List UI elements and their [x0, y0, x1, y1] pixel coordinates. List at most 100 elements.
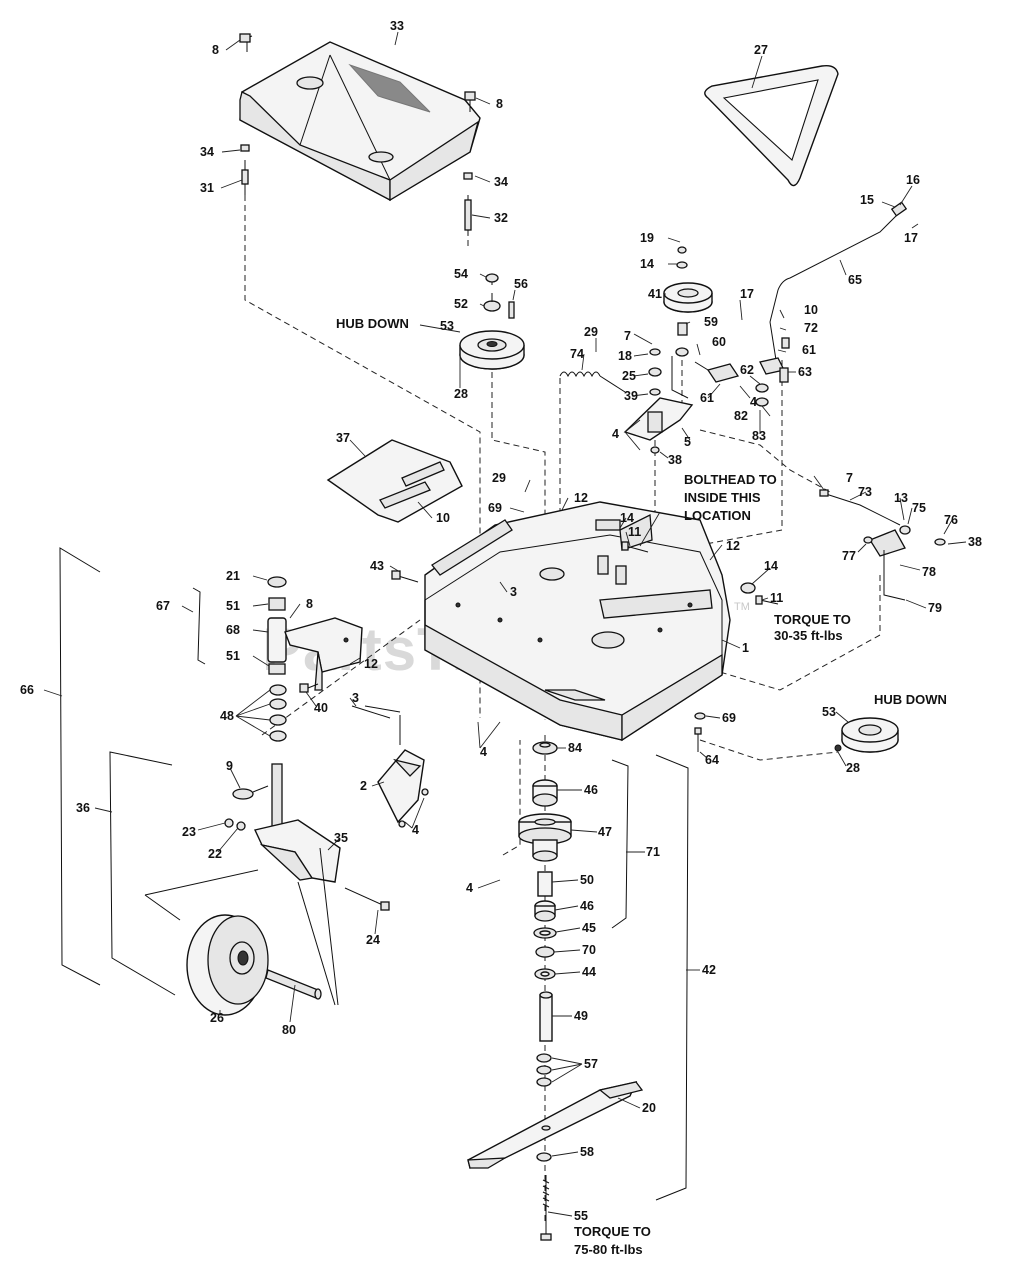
note-torque-right-line1: TORQUE TO	[774, 612, 851, 627]
callout-58: 58	[580, 1145, 594, 1159]
callout-51: 51	[226, 649, 240, 663]
callout-3: 3	[510, 585, 517, 599]
callout-33: 33	[390, 19, 404, 33]
wheel-26	[186, 914, 269, 1016]
bolt-43	[391, 570, 419, 583]
callout-5: 5	[684, 435, 691, 449]
callout-57: 57	[584, 1057, 598, 1071]
callout-4: 4	[412, 823, 419, 837]
washer-14-right	[740, 582, 779, 605]
callout-29: 29	[584, 325, 598, 339]
callout-71: 71	[646, 845, 660, 859]
callout-15: 15	[860, 193, 874, 207]
callout-1: 1	[742, 641, 749, 655]
callout-82: 82	[734, 409, 748, 423]
callout-43: 43	[370, 559, 384, 573]
callout-69: 69	[722, 711, 736, 725]
linkage-73	[819, 489, 946, 601]
callout-19: 19	[640, 231, 654, 245]
callout-60: 60	[712, 335, 726, 349]
callout-36: 36	[76, 801, 90, 815]
callout-34: 34	[200, 145, 214, 159]
callout-28: 28	[454, 387, 468, 401]
bolt-40	[299, 683, 319, 693]
callout-12: 12	[574, 491, 588, 505]
note-torque-right-line2: 30-35 ft-lbs	[774, 628, 843, 643]
top-shield-cover	[239, 41, 481, 202]
callout-4: 4	[750, 395, 757, 409]
caster-bracket-68	[284, 617, 363, 691]
callout-7: 7	[624, 329, 631, 343]
callout-25: 25	[622, 369, 636, 383]
leader-lines	[43, 31, 967, 1217]
callout-28: 28	[846, 761, 860, 775]
callout-37: 37	[336, 431, 350, 445]
axle-bolt-24	[344, 887, 390, 911]
callout-72: 72	[804, 321, 818, 335]
note-hub-down-right: HUB DOWN	[874, 692, 947, 707]
pulley-53-right	[834, 717, 899, 753]
callout-66: 66	[20, 683, 34, 697]
callout-10: 10	[436, 511, 450, 525]
callout-78: 78	[922, 565, 936, 579]
callout-51: 51	[226, 599, 240, 613]
spindle-assembly	[518, 741, 572, 1241]
control-rod	[769, 201, 908, 361]
callout-53: 53	[440, 319, 454, 333]
callout-20: 20	[642, 1101, 656, 1115]
callout-49: 49	[574, 1009, 588, 1023]
callout-numbers: 8 33 8 27 34 31 34 32 16 15 17 19 14 65 …	[20, 19, 982, 1223]
callout-12: 12	[364, 657, 378, 671]
brackets	[59, 547, 689, 1201]
callout-7: 7	[846, 471, 853, 485]
callout-83: 83	[752, 429, 766, 443]
callout-31: 31	[200, 181, 214, 195]
callout-38: 38	[668, 453, 682, 467]
callout-3: 3	[352, 691, 359, 705]
callout-41: 41	[648, 287, 662, 301]
lever-61	[694, 337, 790, 407]
callout-77: 77	[842, 549, 856, 563]
assembly-notes: HUB DOWN HUB DOWN BOLTHEAD TO INSIDE THI…	[336, 316, 947, 1257]
callout-4: 4	[612, 427, 619, 441]
caster-fork-35	[254, 819, 341, 883]
bolt-31	[240, 144, 250, 195]
idler-pulley-41	[663, 246, 713, 357]
callout-68: 68	[226, 623, 240, 637]
note-bolthead-line3: LOCATION	[684, 508, 751, 523]
callout-8: 8	[212, 43, 219, 57]
caster-yoke-parts	[267, 576, 287, 833]
callout-44: 44	[582, 965, 596, 979]
drive-belt	[704, 64, 839, 187]
callout-22: 22	[208, 847, 222, 861]
callout-47: 47	[598, 825, 612, 839]
callout-53: 53	[822, 705, 836, 719]
callout-34: 34	[494, 175, 508, 189]
clip-9	[232, 785, 269, 800]
deflector-37	[326, 439, 463, 523]
callout-80: 80	[282, 1023, 296, 1037]
callout-74: 74	[570, 347, 584, 361]
callout-59: 59	[704, 315, 718, 329]
mower-deck	[424, 501, 731, 742]
callout-52: 52	[454, 297, 468, 311]
caster-guide-lines	[144, 847, 339, 1006]
baffle-2	[351, 705, 429, 828]
cutting-blade-20	[467, 1081, 644, 1169]
note-torque-bottom-line2: 75-80 ft-lbs	[574, 1242, 643, 1257]
callout-56: 56	[514, 277, 528, 291]
callout-61: 61	[802, 343, 816, 357]
bolt-32	[463, 172, 473, 235]
callout-17: 17	[740, 287, 754, 301]
pin-8-left	[239, 33, 253, 52]
callout-62: 62	[740, 363, 754, 377]
callout-27: 27	[754, 43, 768, 57]
callout-26: 26	[210, 1011, 224, 1025]
callout-48: 48	[220, 709, 234, 723]
callout-64: 64	[705, 753, 719, 767]
watermark-trademark: TM	[734, 601, 750, 613]
callout-84: 84	[568, 741, 582, 755]
callout-39: 39	[624, 389, 638, 403]
callout-24: 24	[366, 933, 380, 947]
